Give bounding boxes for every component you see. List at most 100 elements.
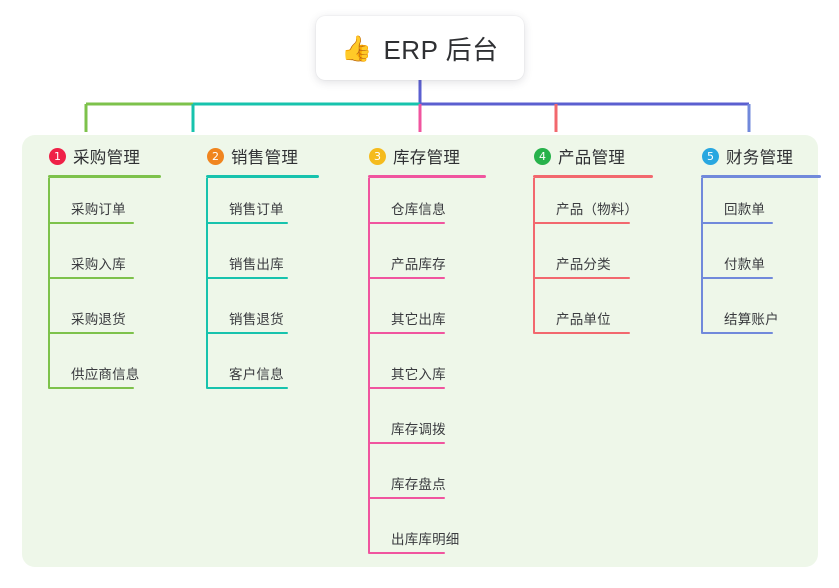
branch-item[interactable]: 采购退货 <box>35 288 161 343</box>
branch-title-4: 产品管理 <box>558 149 626 167</box>
branch-item-rule <box>206 332 288 334</box>
branch-rule-3 <box>368 175 486 178</box>
branch-item[interactable]: 采购订单 <box>35 178 161 233</box>
branch-spine-5 <box>701 178 703 333</box>
branch-item-rule <box>368 387 445 389</box>
branch-item[interactable]: 销售退货 <box>193 288 319 343</box>
branch-item-label: 其它入库 <box>391 367 446 382</box>
branch-item-rule <box>368 552 445 554</box>
branch-header-1[interactable]: 1 采购管理 <box>35 143 161 169</box>
branch-spine-3 <box>368 178 370 553</box>
branch-header-4[interactable]: 4 产品管理 <box>520 143 653 169</box>
branch-title-2: 销售管理 <box>231 149 299 167</box>
branch-item[interactable]: 客户信息 <box>193 343 319 398</box>
branch-item-label: 供应商信息 <box>71 367 140 382</box>
branch-item-rule <box>368 277 445 279</box>
branch-item-label: 产品库存 <box>391 257 446 272</box>
branch-item-label: 付款单 <box>724 257 766 272</box>
branch-item[interactable]: 供应商信息 <box>35 343 161 398</box>
branch-item-rule <box>368 332 445 334</box>
branch-item-rule <box>48 332 134 334</box>
branch-item-rule <box>48 277 134 279</box>
branch-item[interactable]: 库存盘点 <box>355 453 486 508</box>
branch-item-label: 仓库信息 <box>391 202 446 217</box>
branch-spine-1 <box>48 178 50 388</box>
branch-rule-4 <box>533 175 653 178</box>
branch-column-2[interactable]: 2 销售管理销售订单销售出库销售退货客户信息 <box>193 143 319 398</box>
branch-item-label: 产品（物料） <box>556 202 639 217</box>
branch-item[interactable]: 其它入库 <box>355 343 486 398</box>
branch-item-label: 产品分类 <box>556 257 611 272</box>
branch-item[interactable]: 出库库明细 <box>355 508 486 563</box>
branch-item[interactable]: 采购入库 <box>35 233 161 288</box>
branch-item-label: 销售订单 <box>229 202 284 217</box>
branch-item-label: 其它出库 <box>391 312 446 327</box>
branch-header-2[interactable]: 2 销售管理 <box>193 143 319 169</box>
branch-spine-4 <box>533 178 535 333</box>
branch-item[interactable]: 产品单位 <box>520 288 653 343</box>
branch-items-5: 回款单付款单结算账户 <box>688 178 821 343</box>
branch-item[interactable]: 其它出库 <box>355 288 486 343</box>
branch-items-3: 仓库信息产品库存其它出库其它入库库存调拨库存盘点出库库明细 <box>355 178 486 563</box>
branch-item-label: 回款单 <box>724 202 766 217</box>
branch-item-rule <box>701 332 773 334</box>
branch-title-1: 采购管理 <box>73 149 141 167</box>
branch-badge-3: 3 <box>369 147 386 165</box>
branch-item-label: 采购入库 <box>71 257 126 272</box>
branch-item-rule <box>368 222 445 224</box>
branch-title-3: 库存管理 <box>393 149 461 167</box>
branch-items-4: 产品（物料） 产品分类产品单位 <box>520 178 653 343</box>
branch-item-rule <box>701 277 773 279</box>
branch-column-4[interactable]: 4 产品管理产品（物料） 产品分类产品单位 <box>520 143 653 343</box>
branch-item-label: 客户信息 <box>229 367 284 382</box>
branch-item-label: 采购退货 <box>71 312 126 327</box>
branch-item[interactable]: 付款单 <box>688 233 821 288</box>
branch-items-1: 采购订单采购入库采购退货供应商信息 <box>35 178 161 398</box>
branch-item[interactable]: 销售出库 <box>193 233 319 288</box>
branch-item-rule <box>48 222 134 224</box>
branch-item-rule <box>206 277 288 279</box>
branch-items-2: 销售订单销售出库销售退货客户信息 <box>193 178 319 398</box>
branch-item[interactable]: 回款单 <box>688 178 821 233</box>
branch-item-label: 结算账户 <box>724 312 779 327</box>
thumbs-up-icon: 👍 <box>341 34 373 63</box>
branch-item[interactable]: 产品分类 <box>520 233 653 288</box>
branch-item-label: 库存调拨 <box>391 422 446 437</box>
branch-item[interactable]: 产品（物料） <box>520 178 653 233</box>
branch-badge-4: 4 <box>534 147 551 165</box>
branch-item-rule <box>533 332 630 334</box>
branch-item[interactable]: 产品库存 <box>355 233 486 288</box>
branch-rule-2 <box>206 175 319 178</box>
branch-item[interactable]: 销售订单 <box>193 178 319 233</box>
branch-column-1[interactable]: 1 采购管理采购订单采购入库采购退货供应商信息 <box>35 143 161 398</box>
branch-badge-1: 1 <box>49 147 66 165</box>
branch-item-label: 库存盘点 <box>391 477 446 492</box>
branch-item-label: 产品单位 <box>556 312 611 327</box>
branch-spine-2 <box>206 178 208 388</box>
branch-title-5: 财务管理 <box>726 149 794 167</box>
branch-item-rule <box>206 222 288 224</box>
branch-item-label: 采购订单 <box>71 202 126 217</box>
branch-item[interactable]: 仓库信息 <box>355 178 486 233</box>
branch-rule-5 <box>701 175 821 178</box>
branches-panel <box>22 135 818 567</box>
branch-item[interactable]: 库存调拨 <box>355 398 486 453</box>
branch-item-rule <box>701 222 773 224</box>
branch-rule-1 <box>48 175 161 178</box>
branch-item-rule <box>533 222 630 224</box>
branch-header-3[interactable]: 3 库存管理 <box>355 143 486 169</box>
branch-item[interactable]: 结算账户 <box>688 288 821 343</box>
branch-badge-2: 2 <box>207 147 224 165</box>
branch-item-rule <box>368 442 445 444</box>
branch-item-label: 销售出库 <box>229 257 284 272</box>
root-title: ERP 后台 <box>383 34 499 65</box>
branch-item-label: 销售退货 <box>229 312 284 327</box>
branch-item-rule <box>48 387 134 389</box>
branch-item-rule <box>533 277 630 279</box>
branch-item-label: 出库库明细 <box>391 532 460 547</box>
root-node[interactable]: 👍 ERP 后台 <box>316 16 524 80</box>
branch-column-3[interactable]: 3 库存管理仓库信息产品库存其它出库其它入库库存调拨库存盘点出库库明细 <box>355 143 486 563</box>
